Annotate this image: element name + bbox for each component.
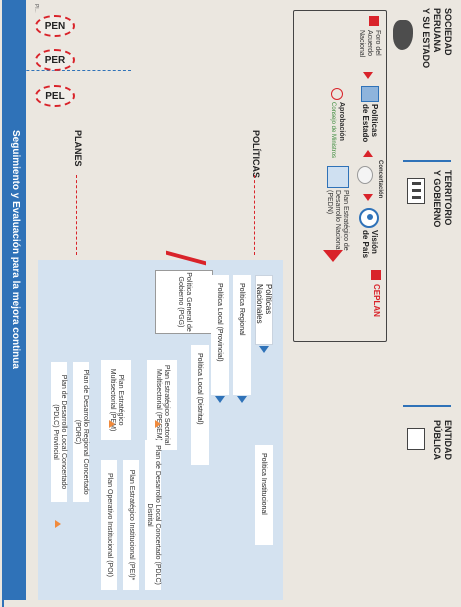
arrow-politica-nacional — [259, 346, 269, 353]
plan-poi: Plan Operativo Institucional (POI) — [101, 460, 117, 590]
politica-local-distrital: Política Local (Distrital) — [191, 345, 209, 465]
aprobacion-sub-label: Consejo de Ministros — [330, 102, 336, 159]
arrow-politica-provincial — [215, 396, 225, 403]
plan-pem: Plan Estratégico Multisectorial (PEM) — [101, 360, 131, 440]
label-sociedad: SOCIEDAD PERUANA Y SU ESTADO — [421, 8, 453, 69]
plan-pesem: Plan Estratégico Sectorial Multisectoria… — [147, 360, 177, 450]
acuerdo-nacional-label: Foro del Acuerdo Nacional — [358, 30, 381, 58]
pill-pel: PEL — [35, 85, 75, 107]
orange-arrow-1 — [155, 420, 161, 428]
eye-vision-icon — [359, 208, 379, 228]
handshake-icon — [357, 166, 373, 184]
dotted-connector — [6, 70, 131, 71]
politicas-estado-label: Políticas de Estado — [361, 104, 379, 143]
pill-per: PER — [35, 49, 75, 71]
arrow-to-politicas-icon — [363, 72, 373, 79]
politica-nacional: Políticas Nacionales — [255, 275, 273, 345]
government-building-icon — [407, 178, 425, 204]
pedn-label: Plan Estratégico de Desarrollo Nacional … — [326, 190, 349, 252]
politica-regional: Política Regional — [233, 275, 251, 395]
document-icon — [361, 86, 379, 102]
entity-building-icon — [407, 428, 425, 450]
planes-section-label: PLANES — [73, 130, 83, 167]
orange-arrow-3 — [55, 520, 61, 528]
orange-arrow-2 — [109, 420, 115, 428]
pill-pen: PEN — [35, 15, 75, 37]
politica-local-provincial: Política Local (Provincial) — [211, 275, 229, 395]
label-entidad: ENTIDAD PÚBLICA — [432, 420, 453, 460]
concertacion-label: Concertación — [377, 160, 383, 199]
peru-map-icon — [393, 20, 413, 50]
arrow-politica-regional — [237, 396, 247, 403]
acuerdo-logo-icon — [369, 16, 379, 26]
label-territorio: TERRITORIO Y GOBIERNO — [432, 170, 453, 228]
aprobacion-label: Aprobación — [338, 102, 345, 141]
arrow-right-icon — [363, 194, 373, 201]
plan-pdrc: Plan de Desarrollo Regional Concertado (… — [73, 362, 89, 502]
top-blue-line — [2, 0, 4, 607]
arrow-left-icon — [363, 150, 373, 157]
pill-note: Pl... — [33, 4, 39, 13]
plan-pei: Plan Estratégico Institucional (PEI)* — [123, 460, 139, 590]
ceplan-label: CEPLAN — [372, 284, 381, 317]
politica-institucional: Política Institucional — [255, 445, 273, 545]
footer-text: Seguimiento y Evaluación para la mejora … — [10, 130, 21, 369]
plan-pdlc-distrital: Plan de Desarrollo Local Concertado (PDL… — [145, 440, 161, 590]
check-circle-icon — [331, 88, 343, 100]
divider-entidad — [403, 405, 451, 407]
politicas-section-label: POLÍTICAS — [251, 130, 261, 179]
divider-territorio — [403, 160, 451, 162]
big-red-arrow-icon — [323, 250, 343, 262]
plan-document-icon — [327, 166, 349, 188]
ceplan-logo-icon — [371, 270, 381, 280]
plan-pdlc-provincial: Plan de Desarrollo Local Concertado (PDL… — [51, 362, 67, 502]
vision-pais-label: Visión de País — [361, 230, 379, 259]
planes-dashed-link — [76, 175, 77, 255]
pgg-box: Política General de Gobierno (PGG) — [155, 270, 213, 334]
politicas-dashed-link — [254, 175, 255, 255]
